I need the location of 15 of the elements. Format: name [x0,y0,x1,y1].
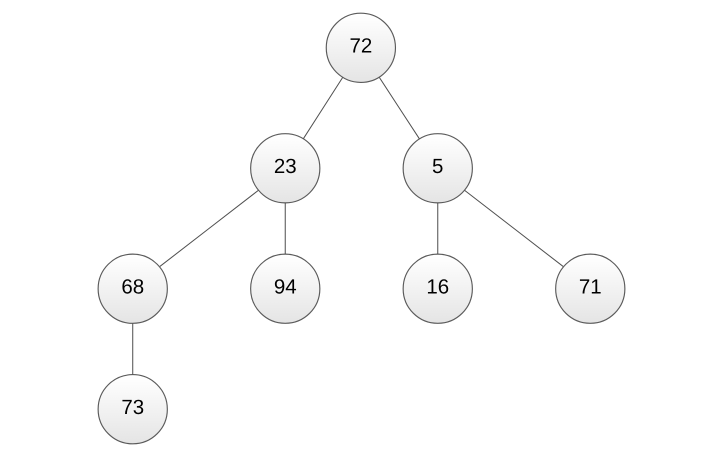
node-circle: 23 [250,133,320,204]
node-circle: 73 [98,374,168,444]
connector [302,77,343,139]
connector [284,203,286,254]
connector [437,203,438,254]
connector [464,190,564,267]
connector [160,190,259,267]
connector [379,77,420,139]
node-circle: 94 [250,254,320,324]
node-circle: 16 [402,254,473,324]
node-circle: 72 [326,12,396,83]
node-circle: 5 [402,133,473,204]
node-circle: 71 [555,254,626,324]
node-circle: 68 [98,254,168,324]
connector [132,324,134,374]
